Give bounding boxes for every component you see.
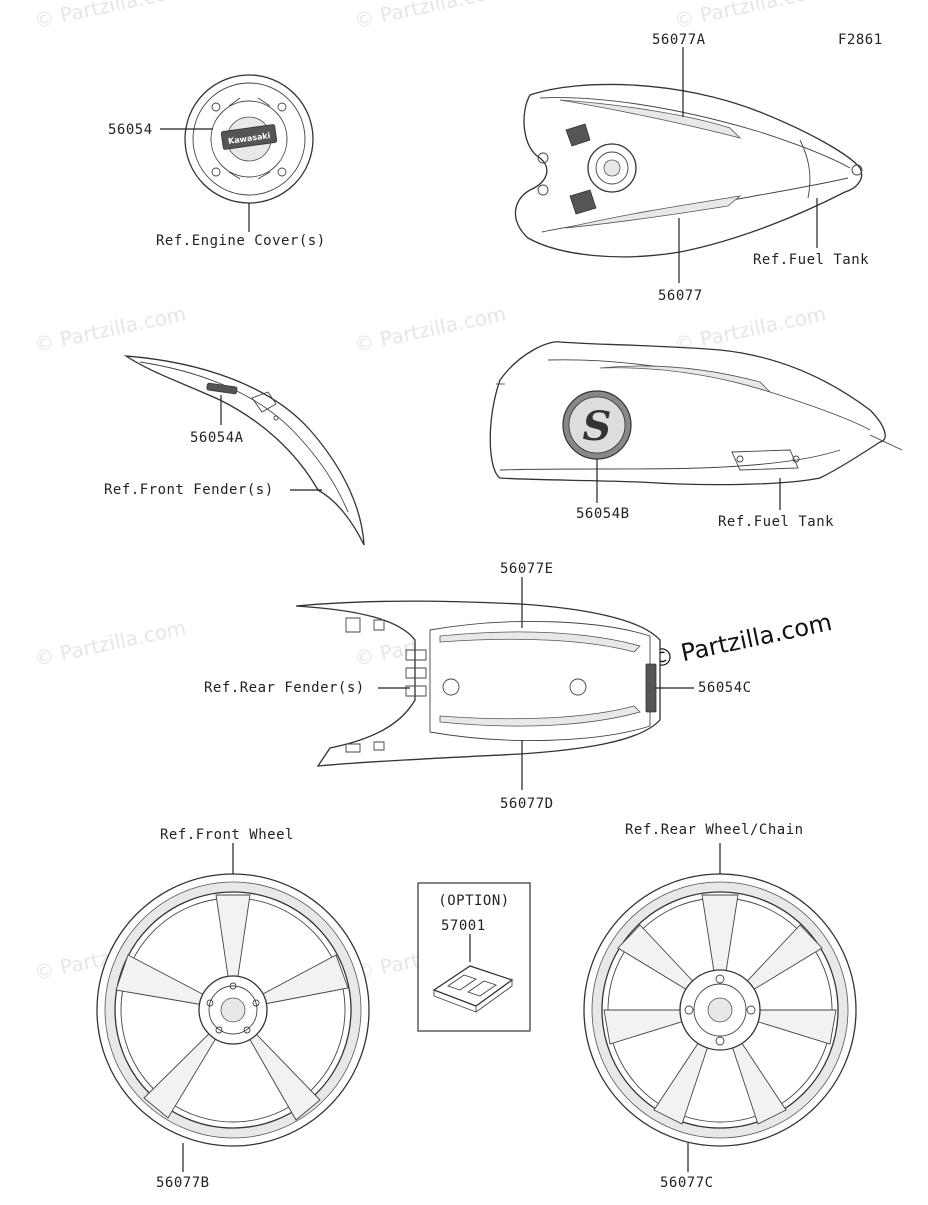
ref-fuel-tank-side: Ref.Fuel Tank: [718, 514, 834, 530]
ref-rear-wheel: Ref.Rear Wheel/Chain: [625, 822, 804, 838]
part-number-57001[interactable]: 57001: [441, 918, 486, 934]
rear-fender-drawing: [295, 600, 661, 767]
tool-part-drawing: [432, 965, 514, 1013]
watermark: © Partzilla.com: [352, 0, 508, 33]
watermark: © Partzilla.com: [672, 0, 828, 33]
option-box: (OPTION) 57001: [417, 882, 531, 1032]
front-wheel-drawing: [96, 873, 370, 1147]
svg-text:S: S: [583, 403, 612, 450]
part-number-56077B[interactable]: 56077B: [156, 1175, 210, 1191]
part-number-56077A[interactable]: 56077A: [652, 32, 706, 48]
watermark: © Partzilla.com: [32, 615, 188, 671]
part-number-56077[interactable]: 56077: [658, 288, 703, 304]
watermark: © Partzilla.com: [32, 301, 188, 357]
engine-cover-drawing: Kawasaki: [184, 74, 314, 204]
watermark: © Partzilla.com: [352, 301, 508, 357]
watermark: © Partzilla.com: [32, 0, 188, 33]
ref-front-wheel: Ref.Front Wheel: [160, 827, 294, 843]
rear-wheel-drawing: [583, 873, 857, 1147]
s-emblem: S: [562, 390, 632, 460]
ref-engine-cover: Ref.Engine Cover(s): [156, 233, 326, 249]
watermark-featured: © Partzilla.com: [647, 608, 834, 674]
option-label: (OPTION): [438, 893, 509, 909]
part-number-56077C[interactable]: 56077C: [660, 1175, 714, 1191]
part-number-56054B[interactable]: 56054B: [576, 506, 630, 522]
fuel-tank-side-drawing: S: [489, 341, 903, 486]
part-number-56054[interactable]: 56054: [108, 122, 153, 138]
diagram-code: F2861: [838, 32, 883, 48]
part-number-56077E[interactable]: 56077E: [500, 561, 554, 577]
part-number-56054A[interactable]: 56054A: [190, 430, 244, 446]
ref-fuel-tank-top: Ref.Fuel Tank: [753, 252, 869, 268]
ref-rear-fender: Ref.Rear Fender(s): [204, 680, 365, 696]
fuel-tank-top-drawing: [514, 83, 863, 258]
ref-front-fender: Ref.Front Fender(s): [104, 482, 274, 498]
front-fender-drawing: [123, 355, 365, 546]
part-number-56077D[interactable]: 56077D: [500, 796, 554, 812]
part-number-56054C[interactable]: 56054C: [698, 680, 752, 696]
